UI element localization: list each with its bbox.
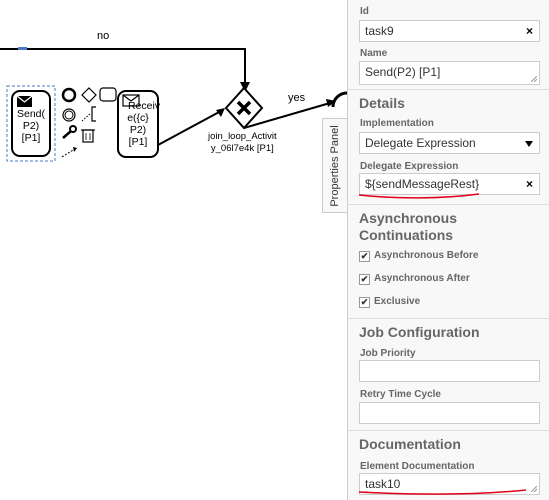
trash-icon[interactable] xyxy=(81,129,95,143)
exclusive-row[interactable]: ✔ Exclusive xyxy=(359,296,420,308)
delegate-expression-value: ${sendMessageRest} xyxy=(365,177,480,191)
name-textarea[interactable]: Send(P2) [P1] xyxy=(359,61,540,85)
details-title: Details xyxy=(359,95,405,111)
selection-outline xyxy=(6,85,56,162)
task-receive-label-line: P2) xyxy=(129,124,147,136)
async-after-row[interactable]: ✔ Asynchronous After xyxy=(359,273,470,285)
sequence-flow-no[interactable] xyxy=(0,48,250,92)
task-send-shape[interactable] xyxy=(11,90,51,157)
flow-marker xyxy=(18,47,27,50)
intermediate-event-icon[interactable] xyxy=(62,108,76,122)
x-marker-icon xyxy=(236,100,252,116)
separator xyxy=(347,430,549,431)
element-documentation-value: task10 xyxy=(365,477,401,491)
separator xyxy=(347,89,549,90)
async-before-label: Asynchronous Before xyxy=(374,250,479,261)
delegate-expression-input[interactable]: ${sendMessageRest} × xyxy=(359,173,540,195)
delegate-expression-label: Delegate Expression xyxy=(360,161,459,172)
task-send-label-line: [P1] xyxy=(21,132,41,144)
task-receive-label-line: e({c} xyxy=(127,112,149,124)
task-send-label-line: P2) xyxy=(22,120,40,132)
implementation-label: Implementation xyxy=(360,118,434,129)
job-priority-label: Job Priority xyxy=(360,348,416,359)
task-receive-label-line: Receiv xyxy=(128,100,161,112)
gateway-label: join_loop_Activit y_06l7e4k [P1] xyxy=(208,131,277,155)
end-event-icon[interactable] xyxy=(61,87,77,103)
task-receive-shape[interactable] xyxy=(117,90,159,158)
async-after-checkbox[interactable]: ✔ xyxy=(359,274,370,285)
id-input[interactable]: task9 × xyxy=(359,20,540,42)
async-title: Asynchronous Continuations xyxy=(359,210,457,244)
chevron-down-icon xyxy=(525,141,533,147)
job-config-title: Job Configuration xyxy=(359,324,480,340)
async-before-row[interactable]: ✔ Asynchronous Before xyxy=(359,250,478,262)
documentation-title: Documentation xyxy=(359,436,461,452)
text-annotation-icon[interactable] xyxy=(81,106,96,122)
envelope-outline-icon xyxy=(122,94,140,107)
exclusive-label: Exclusive xyxy=(374,296,421,307)
separator xyxy=(347,318,549,319)
envelope-filled-icon xyxy=(16,95,33,107)
intermediate-event-inner-icon xyxy=(64,110,74,120)
clear-delegate-icon[interactable]: × xyxy=(525,177,533,191)
properties-panel-toggle[interactable]: Properties Panel xyxy=(322,118,347,213)
async-before-checkbox[interactable]: ✔ xyxy=(359,251,370,262)
clear-id-icon[interactable]: × xyxy=(525,24,533,38)
element-documentation-label: Element Documentation xyxy=(360,461,475,472)
connect-arrow-icon[interactable] xyxy=(61,147,77,158)
separator xyxy=(347,204,549,205)
retry-time-cycle-label: Retry Time Cycle xyxy=(360,389,441,400)
resize-handle-icon[interactable] xyxy=(531,486,537,492)
wrench-icon[interactable] xyxy=(62,125,77,139)
properties-panel-tab-label: Properties Panel xyxy=(329,124,341,207)
async-after-label: Asynchronous After xyxy=(374,273,470,284)
name-label: Name xyxy=(360,48,388,59)
edge-label-no: no xyxy=(97,30,110,42)
red-underline-annotation xyxy=(358,489,527,495)
task-send-label-line: Send( xyxy=(16,108,46,120)
implementation-value: Delegate Expression xyxy=(365,136,476,150)
task-receive-label: Receiv e({c} P2) [P1] xyxy=(118,100,161,148)
task-icon[interactable] xyxy=(99,87,117,102)
retry-time-cycle-input[interactable] xyxy=(359,402,540,424)
implementation-select[interactable]: Delegate Expression xyxy=(359,132,540,154)
exclusive-checkbox[interactable]: ✔ xyxy=(359,297,370,308)
name-value: Send(P2) [P1] xyxy=(365,65,441,79)
gateway-label-line: join_loop_Activit xyxy=(208,131,277,142)
task-send-label: Send( P2) [P1] xyxy=(12,108,50,144)
task-receive-label-line: [P1] xyxy=(128,136,148,148)
sequence-flow-to-gateway[interactable] xyxy=(157,108,225,146)
id-value: task9 xyxy=(365,24,394,38)
gateway-icon[interactable] xyxy=(81,87,97,103)
resize-handle-icon[interactable] xyxy=(531,76,537,82)
gateway-label-line: y_06l7e4k [P1] xyxy=(210,143,274,154)
job-priority-input[interactable] xyxy=(359,360,540,382)
end-event-partial-shape[interactable] xyxy=(331,91,348,108)
async-title-line: Asynchronous xyxy=(359,210,458,226)
edge-label-yes: yes xyxy=(288,92,306,104)
id-label: Id xyxy=(360,6,369,17)
red-underline-annotation xyxy=(358,193,480,199)
async-title-line: Continuations xyxy=(359,227,454,243)
